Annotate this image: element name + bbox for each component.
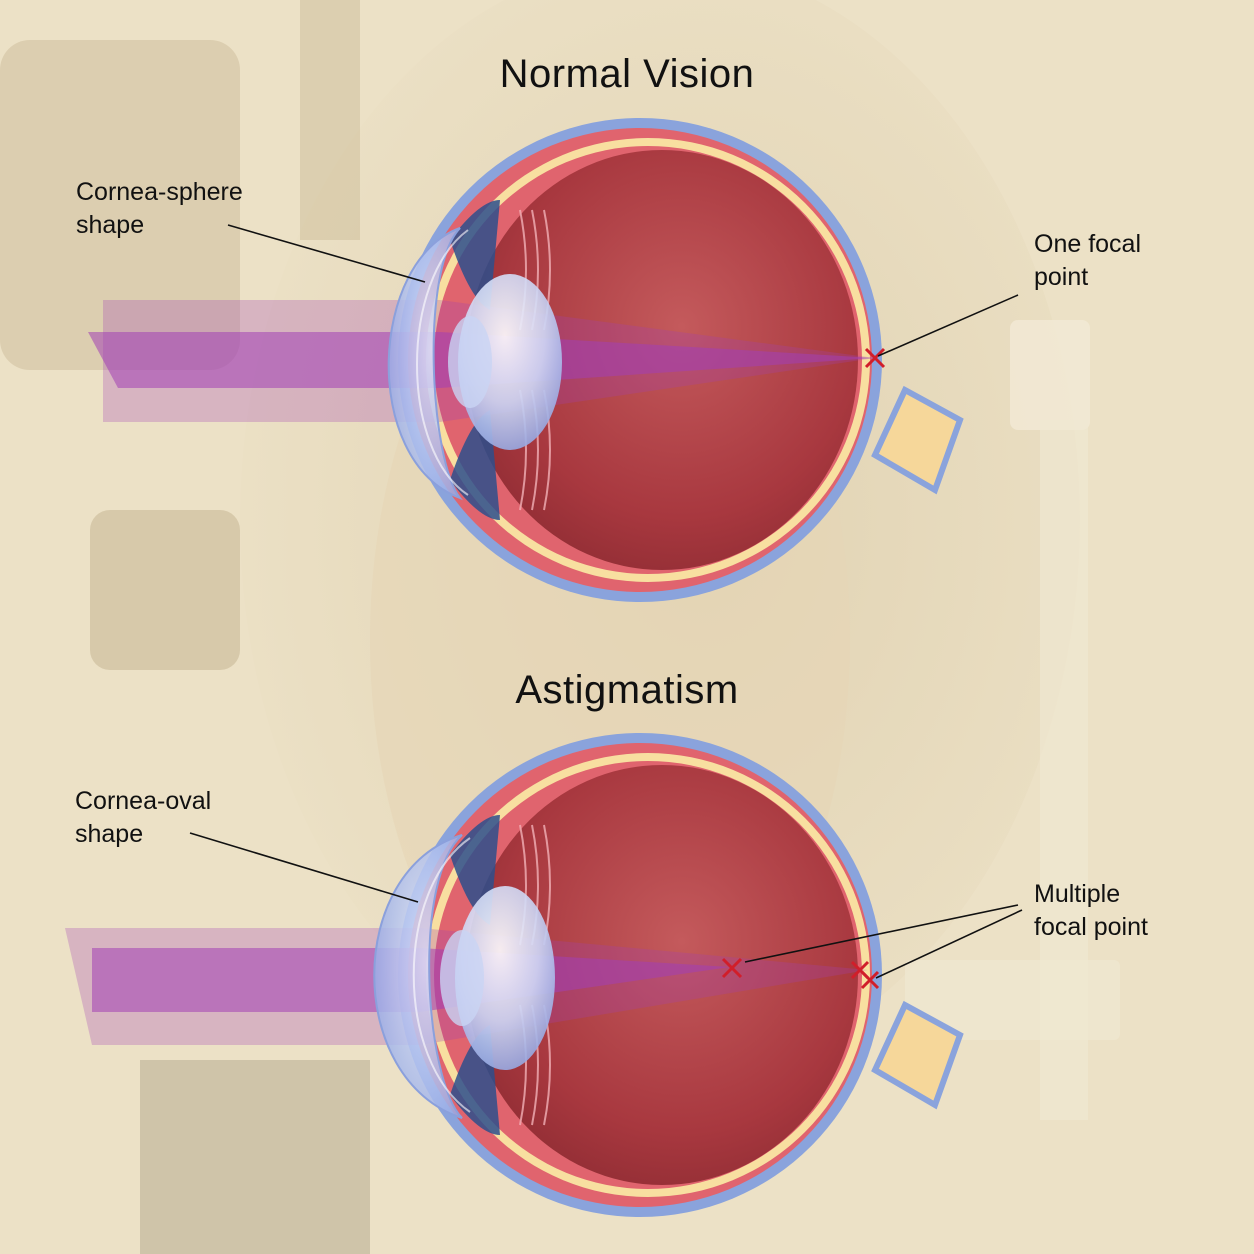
eye-normal [88, 118, 1019, 602]
label-line: Cornea-oval [75, 787, 212, 815]
label-line: point [1034, 263, 1089, 291]
cornea [373, 834, 463, 1119]
focal-point-mark [864, 347, 886, 369]
focal-point-mark [850, 960, 880, 990]
focal-leader-line [877, 294, 1019, 357]
label-line: One focal [1034, 230, 1142, 258]
eye-astigmatism [65, 733, 1023, 1217]
focal-leader-line [875, 909, 1023, 979]
label-line: Cornea-sphere [76, 178, 243, 206]
lens [458, 274, 562, 450]
one-focal-point-label: One focal point [1034, 228, 1141, 294]
label-line: Multiple [1034, 880, 1121, 908]
cornea [387, 227, 464, 501]
panel-title-normal-vision: Normal Vision [499, 52, 755, 96]
label-line: shape [76, 211, 145, 239]
lens [455, 886, 555, 1070]
label-line: shape [75, 820, 144, 848]
cornea-leader-line [227, 224, 426, 283]
focal-point-mark [721, 957, 743, 979]
panel-title-astigmatism: Astigmatism [515, 668, 739, 712]
label-line: focal point [1034, 913, 1148, 941]
multiple-focal-point-label: Multiple focal point [1034, 878, 1148, 944]
focal-leader-line [744, 904, 1019, 963]
cornea-oval-label: Cornea-oval shape [75, 785, 211, 851]
cornea-leader-line [189, 832, 419, 903]
cornea-sphere-label: Cornea-sphere shape [76, 176, 243, 242]
